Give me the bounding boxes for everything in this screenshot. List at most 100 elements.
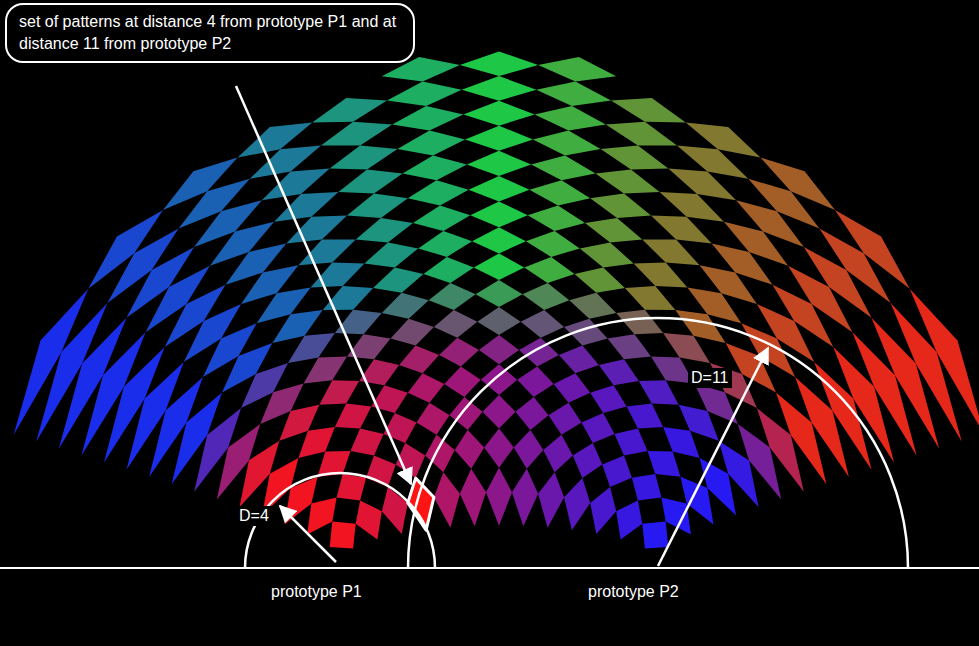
pattern-cell — [477, 307, 520, 335]
pattern-cell — [418, 231, 472, 257]
pattern-cell — [528, 206, 585, 232]
pattern-cell — [14, 289, 89, 435]
baseline — [0, 567, 979, 569]
pattern-cell — [538, 57, 616, 81]
pattern-cell — [512, 469, 538, 527]
pattern-cell — [533, 131, 601, 156]
prototype-label: prototype P2 — [585, 582, 682, 602]
pattern-cell — [163, 158, 238, 210]
pattern-cell — [484, 429, 514, 468]
pattern-cell — [585, 218, 642, 243]
pattern-cell — [312, 98, 387, 122]
pattern-cell — [455, 430, 485, 469]
pattern-cell — [463, 101, 534, 126]
pattern-cell — [602, 456, 632, 488]
prototype-label: prototype P1 — [268, 582, 365, 602]
pattern-cell — [481, 364, 517, 395]
pattern-cell — [450, 397, 483, 430]
pattern-cell — [351, 428, 384, 455]
pattern-cell — [399, 346, 439, 374]
pattern-cell — [476, 280, 523, 307]
pattern-cell — [472, 227, 526, 253]
pattern-cell — [559, 346, 599, 374]
pattern-cell — [760, 158, 835, 210]
pattern-cell — [434, 472, 460, 528]
pattern-cell — [535, 106, 606, 131]
callout-box: set of patterns at distance 4 from proto… — [5, 3, 415, 63]
pattern-cell — [408, 180, 469, 205]
pattern-cell — [479, 335, 519, 364]
pattern-cell — [549, 403, 582, 435]
pattern-cell — [467, 151, 531, 176]
pattern-cell — [599, 359, 639, 385]
pattern-cell — [486, 468, 512, 526]
pattern-cell — [413, 206, 470, 232]
pattern-cell — [627, 404, 664, 429]
pattern-cell — [392, 106, 463, 131]
pattern-cell — [470, 202, 527, 228]
pattern-cell — [634, 263, 688, 288]
pattern-cell — [573, 443, 603, 478]
pattern-cell — [529, 180, 590, 205]
distance-circle — [245, 473, 435, 568]
pattern-cell — [424, 257, 474, 283]
pattern-cell — [625, 286, 675, 310]
pattern-cell — [517, 366, 554, 397]
pattern-cell — [408, 373, 445, 402]
pattern-cell — [444, 366, 481, 397]
pattern-cell — [538, 472, 564, 528]
pattern-cell — [526, 231, 580, 257]
pattern-cell — [347, 194, 408, 218]
pattern-cell — [833, 347, 894, 463]
pattern-cell — [608, 334, 652, 359]
pattern-cell — [238, 122, 313, 157]
pattern-cell — [590, 385, 626, 413]
pattern-cell — [391, 319, 434, 346]
radius-arrow — [658, 348, 768, 566]
pattern-cell — [356, 500, 382, 539]
pattern-cell — [338, 169, 402, 193]
pattern-cell — [330, 522, 356, 549]
pattern-cell — [474, 253, 524, 280]
pattern-cell — [606, 122, 677, 146]
pattern-cell — [516, 397, 549, 430]
pattern-cell — [595, 169, 659, 193]
pattern-cell — [575, 268, 625, 293]
pattern-cell — [335, 310, 382, 334]
pattern-cell — [601, 146, 669, 170]
pattern-cell — [522, 283, 569, 310]
pattern-cell — [590, 487, 616, 534]
bottom-band — [0, 568, 979, 646]
pattern-cell — [462, 76, 537, 101]
pattern-cell — [580, 243, 634, 268]
pattern-cell — [590, 194, 651, 218]
pattern-cell — [403, 155, 467, 180]
pattern-cell — [531, 155, 595, 180]
pattern-cell — [417, 403, 450, 435]
pattern-cell — [642, 522, 668, 549]
callout-text: set of patterns at distance 4 from proto… — [19, 11, 401, 55]
pattern-cell — [104, 347, 165, 463]
leader-arrow — [236, 86, 411, 484]
pattern-cell — [335, 404, 372, 429]
pattern-cell — [615, 428, 648, 455]
pattern-cell — [910, 289, 979, 435]
pattern-cell — [564, 478, 590, 530]
pattern-cell — [298, 239, 355, 265]
pattern-cell — [387, 82, 462, 106]
pattern-cell — [642, 239, 699, 265]
pattern-cell — [439, 338, 479, 367]
pattern-cell — [364, 243, 418, 268]
pattern-cell — [582, 413, 615, 443]
pattern-cell — [465, 126, 533, 151]
pattern-cell — [521, 310, 564, 338]
pattern-cell — [564, 319, 607, 346]
pattern-cell — [429, 283, 476, 310]
pattern-cell — [639, 380, 679, 405]
pattern-cell — [611, 98, 686, 122]
pattern-cell — [569, 293, 616, 319]
pattern-cell — [330, 146, 398, 170]
pattern-cell — [835, 210, 910, 289]
pattern-cell — [632, 474, 662, 500]
